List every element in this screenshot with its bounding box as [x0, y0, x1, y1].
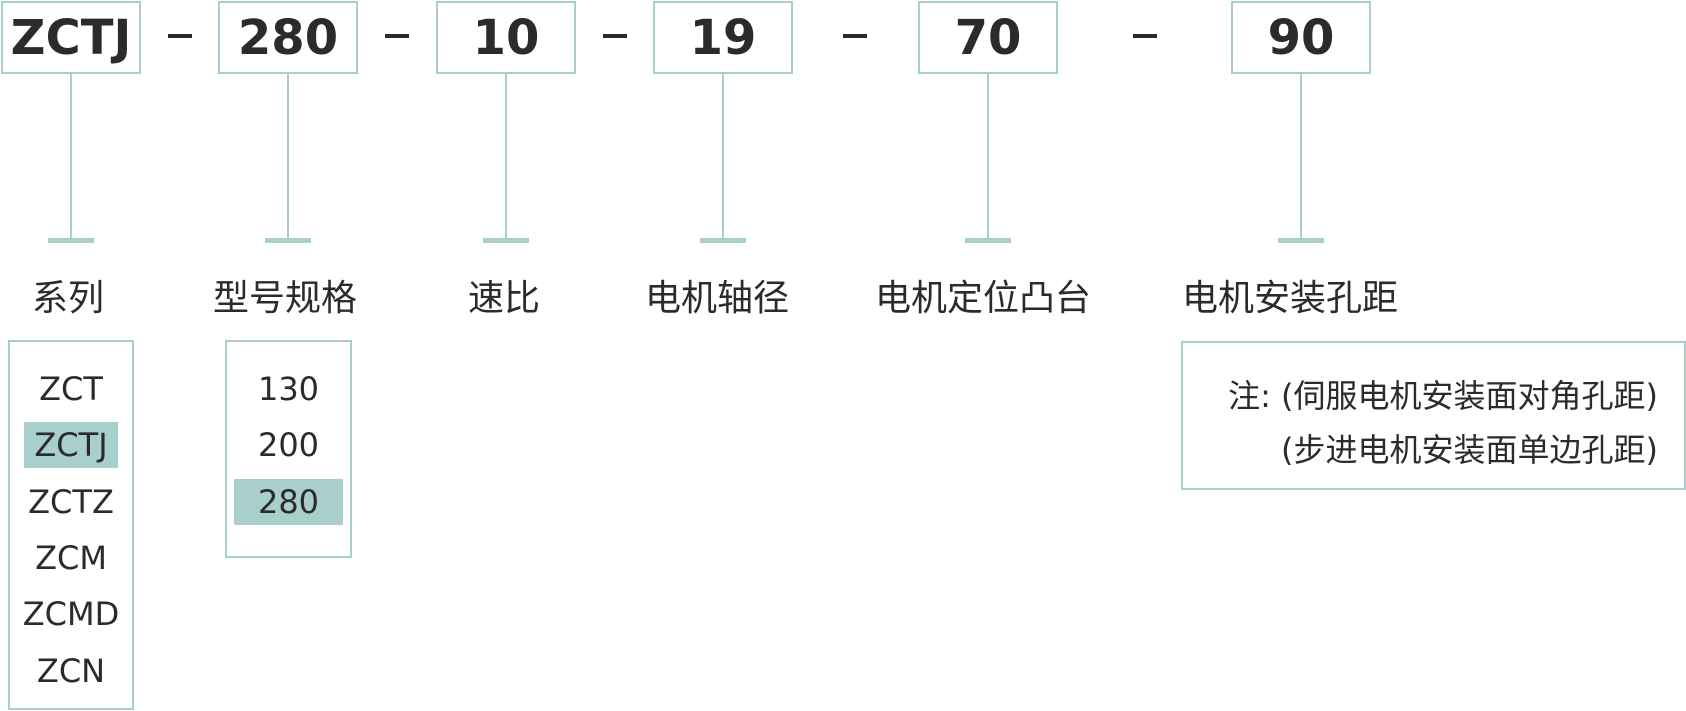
code-model: 280 [237, 9, 339, 66]
model-options-list: 130 200 280 [225, 340, 352, 558]
connector-shaft [722, 74, 724, 240]
code-box-model: 280 [218, 1, 358, 74]
connector-foot-series [48, 238, 94, 243]
separator-4 [843, 34, 867, 38]
code-hole: 90 [1267, 9, 1335, 66]
separator-3 [603, 34, 627, 38]
connector-foot-ratio [483, 238, 529, 243]
series-option: ZCMD [22, 595, 120, 633]
series-option: ZCT [39, 370, 103, 408]
code-box-boss: 70 [918, 1, 1058, 74]
connector-foot-model [265, 238, 311, 243]
label-ratio: 速比 [468, 278, 541, 319]
connector-foot-boss [965, 238, 1011, 243]
model-option: 200 [257, 426, 320, 464]
connector-series [70, 74, 72, 240]
note-line-stepper: (步进电机安装面单边孔距) [1281, 431, 1658, 469]
series-option: ZCM [35, 539, 107, 577]
connector-hole [1300, 74, 1302, 240]
label-shaft: 电机轴径 [645, 278, 790, 319]
code-ratio: 10 [472, 9, 540, 66]
separator-5 [1133, 34, 1157, 38]
model-option-selected: 280 [227, 479, 350, 525]
note-box: 注: (伺服电机安装面对角孔距) (步进电机安装面单边孔距) [1181, 341, 1686, 490]
code-series: ZCTJ [10, 9, 132, 66]
note-line-servo: 注: (伺服电机安装面对角孔距) [1228, 377, 1658, 415]
label-series: 系列 [32, 278, 105, 319]
series-option: ZCN [36, 652, 106, 690]
separator-2 [385, 34, 409, 38]
code-box-shaft: 19 [653, 1, 793, 74]
connector-foot-hole [1278, 238, 1324, 243]
connector-ratio [505, 74, 507, 240]
series-options-list: ZCT ZCTJ ZCTZ ZCM ZCMD ZCN [8, 340, 134, 710]
connector-model [287, 74, 289, 240]
code-box-hole: 90 [1231, 1, 1371, 74]
code-box-series: ZCTJ [1, 1, 141, 74]
label-hole: 电机安装孔距 [1182, 278, 1399, 319]
model-option: 130 [257, 370, 320, 408]
connector-foot-shaft [700, 238, 746, 243]
series-option-selected: ZCTJ [10, 422, 132, 468]
label-model: 型号规格 [213, 278, 358, 319]
label-boss: 电机定位凸台 [875, 278, 1092, 319]
connector-boss [987, 74, 989, 240]
code-box-ratio: 10 [436, 1, 576, 74]
code-boss: 70 [954, 9, 1022, 66]
code-shaft: 19 [689, 9, 757, 66]
separator-1 [168, 34, 192, 38]
series-option: ZCTZ [28, 483, 114, 521]
